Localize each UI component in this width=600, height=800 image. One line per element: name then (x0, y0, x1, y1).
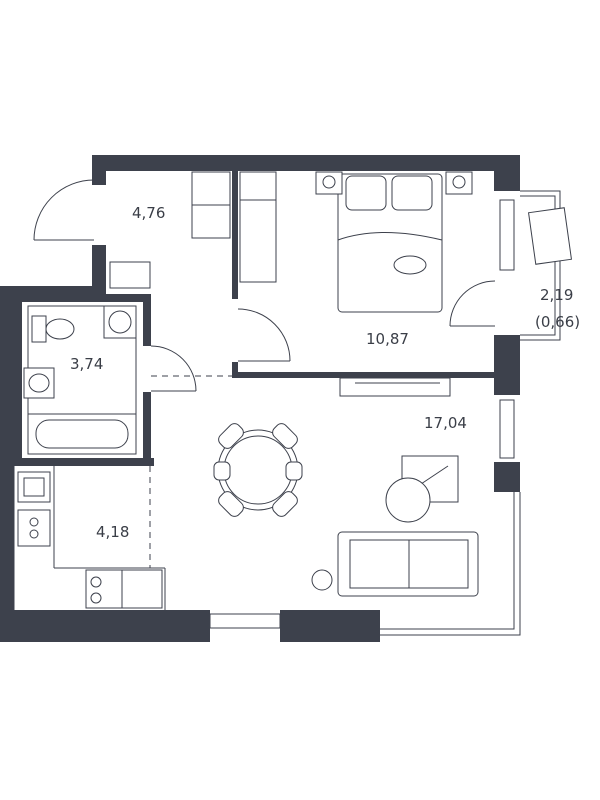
outlines (13, 190, 561, 636)
walls (0, 155, 520, 642)
area-labels: 4,76 3,74 4,18 10,87 17,04 2,19 (0,66) (70, 204, 580, 541)
area-label-hallway: 4,76 (132, 204, 165, 222)
furniture (17, 171, 573, 609)
area-label-bedroom: 10,87 (366, 330, 409, 348)
doors (33, 179, 496, 392)
area-label-kitchen: 4,18 (96, 523, 129, 541)
area-label-bathroom: 3,74 (70, 355, 103, 373)
area-label-balcony: 2,19 (540, 286, 573, 304)
area-label-balcony-reduced: (0,66) (535, 313, 580, 331)
area-label-living: 17,04 (424, 414, 467, 432)
